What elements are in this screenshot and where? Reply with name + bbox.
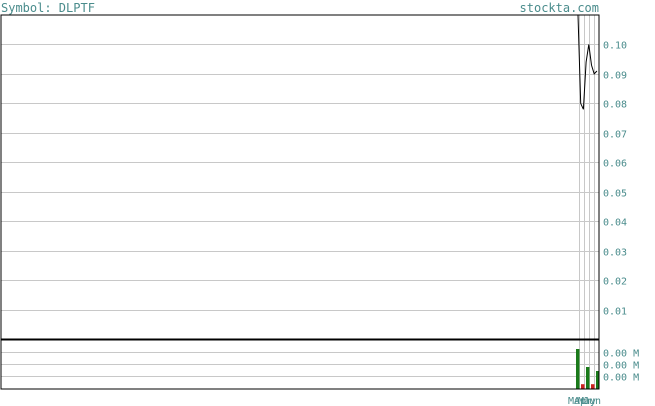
price-tick-label: 0.07 [603,130,627,141]
volume-bar [581,384,585,389]
price-tick-label: 0.08 [603,100,627,111]
volume-bar [591,384,595,389]
price-tick-label: 0.02 [603,277,627,288]
brand-label: stockta.com [520,1,599,15]
price-tick-label: 0.01 [603,307,627,318]
price-tick-label: 0.05 [603,189,627,200]
volume-bars [576,349,600,389]
price-tick-label: 0.09 [603,71,627,82]
volume-bar [596,371,600,389]
volume-tick-label: 0.00 M [603,349,639,360]
volume-tick-label: 0.00 M [603,361,639,372]
price-tick-label: 0.06 [603,159,627,170]
price-axis-ticks: 0.10 0.09 0.08 0.07 0.06 0.05 0.04 0.03 0.02 0.01 [603,41,627,318]
price-panel-frame [0,14,600,340]
volume-bar [576,349,580,389]
price-grid [1,44,599,311]
price-tick-label: 0.10 [603,41,627,52]
volume-panel-frame [0,339,600,390]
volume-axis-ticks: 0.00 M0.00 M0.00 M [603,349,639,384]
x-axis-label: May [578,396,596,406]
volume-grid [1,352,599,377]
x-axis-label: Apr [574,396,592,406]
symbol-label: Symbol: DLPTF [1,1,95,15]
price-tick-label: 0.03 [603,248,627,259]
price-line [577,14,598,110]
x-axis-label: Jun [583,396,601,406]
volume-tick-label: 0.00 M [603,373,639,384]
price-tick-label: 0.04 [603,218,627,229]
volume-bar [586,367,590,389]
x-axis-label: Mar [568,396,586,406]
